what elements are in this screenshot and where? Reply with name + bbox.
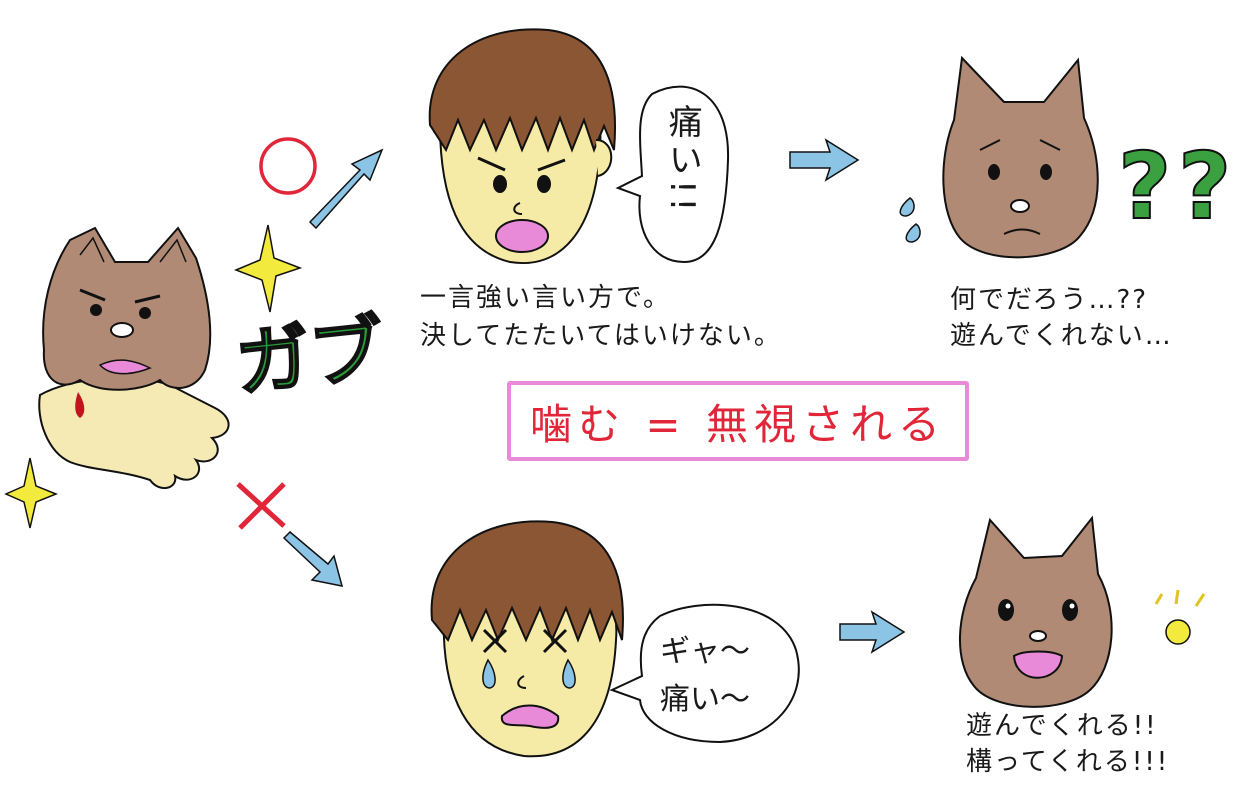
tear-right: [562, 658, 576, 689]
happy-dog-eye-shine-right: [1069, 603, 1075, 609]
happy-dog-eye-shine-left: [1005, 603, 1011, 609]
crying-boy-mouth: [500, 704, 560, 729]
arrow-right-icon-bottom: [839, 610, 906, 654]
dog-nose: [110, 322, 134, 338]
angry-brow-left: [79, 288, 106, 302]
angry-brow-right: [134, 294, 161, 304]
scream-line1: ギャ〜: [660, 634, 750, 669]
strict-caption-line1: 一言強い言い方で。: [420, 283, 671, 313]
boy-ear: [595, 139, 613, 177]
boy-strict: [428, 28, 616, 265]
dog-ear-inner-right: [159, 238, 187, 263]
crying-boy-hair: [430, 520, 624, 643]
arrow-up-icon: [308, 148, 384, 230]
happy-dog-eye-left: [998, 599, 1014, 621]
dog-ear-inner-left: [79, 236, 105, 263]
excited-marks-icon: [1154, 589, 1206, 645]
happy-dog-eye-right: [1062, 599, 1078, 621]
happy-dog-nose: [1029, 630, 1047, 642]
question-marks-icon: ? ?: [1117, 132, 1232, 241]
sweat-drop-icon-2: [905, 223, 921, 243]
svg-text:?: ?: [1118, 133, 1171, 240]
dog-mouth: [98, 359, 152, 375]
happy-dog-mouth: [1012, 650, 1064, 679]
boy-brow-right: [537, 158, 566, 172]
arrow-right-icon-top: [789, 138, 860, 182]
spark-icon-lower: [4, 457, 59, 529]
x-eye-right-icon: [542, 628, 568, 654]
dog-eye-left: [90, 304, 102, 316]
spark-icon-upper: [233, 224, 303, 313]
speech-bubble-scream: [609, 603, 800, 744]
confused-caption-line2: 遊んでくれない…: [950, 321, 1173, 351]
boy-mouth-shout: [495, 219, 549, 253]
confused-caption-line1: 何でだろう…??: [950, 285, 1149, 315]
boy-crying: [430, 520, 624, 758]
rule-text: 噛む = 無視される: [530, 399, 946, 449]
confused-dog-eye-right: [1040, 164, 1052, 180]
happy-caption-line1: 遊んでくれる!!: [966, 711, 1158, 741]
confused-dog: [942, 55, 1099, 259]
crying-boy-nose: [517, 675, 527, 689]
confused-dog-brow-left: [979, 139, 1001, 151]
confused-dog-eye-left: [988, 164, 1000, 180]
boy-nose: [513, 202, 523, 215]
confused-dog-nose: [1010, 199, 1030, 213]
biting-dog: [38, 226, 230, 490]
happy-caption-line2: 構ってくれる!!!: [966, 747, 1170, 777]
dog-head-angry: [42, 226, 212, 391]
dog-eye-right: [139, 307, 151, 319]
bite-sound-text: ガブ: [231, 306, 389, 409]
blood-drop: [75, 392, 85, 418]
arrow-down-icon: [282, 530, 344, 587]
boy-hair: [428, 28, 616, 153]
tear-left: [482, 658, 496, 689]
speech-ouch-text: 痛い!!: [662, 104, 703, 216]
boy-eye-right: [537, 175, 551, 193]
confused-dog-head: [942, 55, 1099, 259]
rule-box: 噛む = 無視される: [507, 381, 969, 461]
strict-caption-line2: 決してたたいてはいけない。: [420, 321, 782, 351]
speech-bubble-ouch: [615, 85, 730, 264]
x-eye-left-icon: [482, 628, 508, 654]
correct-circle-icon: [259, 137, 317, 195]
confused-dog-mouth: [1003, 228, 1041, 235]
boy-brow-left: [477, 156, 506, 172]
scream-line2: 痛い〜: [660, 682, 750, 717]
boy-eye-left: [493, 175, 507, 193]
svg-text:?: ?: [1178, 133, 1231, 240]
sweat-drop-icon-1: [899, 197, 915, 217]
happy-dog-head: [958, 515, 1113, 708]
wrong-cross-icon: [236, 482, 286, 530]
happy-dog: [958, 515, 1113, 708]
confused-dog-brow-right: [1039, 139, 1061, 151]
hand: [38, 377, 230, 490]
